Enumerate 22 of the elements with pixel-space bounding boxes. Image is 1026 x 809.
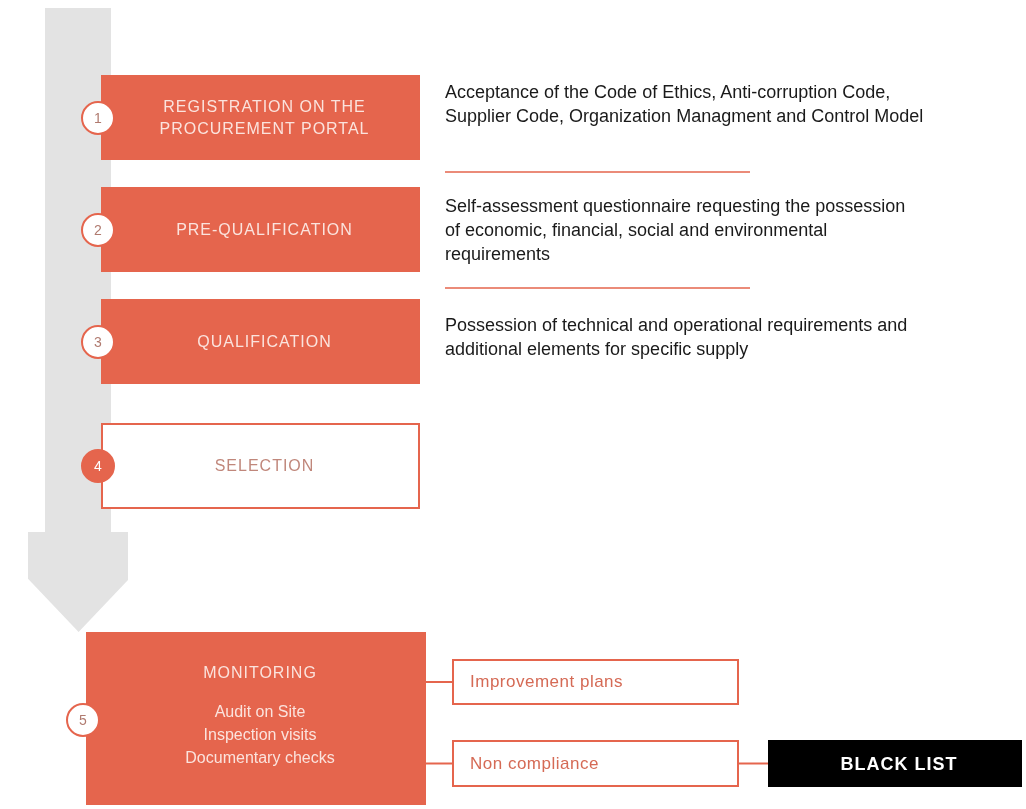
connector-line: [425, 681, 453, 683]
outcome-box: [452, 740, 739, 787]
step-title: Non compliance: [470, 752, 599, 775]
step-number: 5: [66, 702, 100, 737]
step-title: SELECTION: [214, 456, 315, 476]
activity-text: Audit on Site: [214, 702, 306, 722]
description-text: Possession of technical and operational requirements and additional elements for specific supply: [445, 314, 909, 361]
blacklist-box: [768, 740, 1022, 787]
connector-line: [738, 762, 769, 765]
step-title: REGISTRATION ON THE PROCUREMENT PORTAL: [158, 96, 371, 139]
description-text: Self-assessment questionnaire requesting the possession of economic, financial, social and environmental requirements: [445, 195, 907, 266]
connector-line: [425, 762, 453, 765]
step-number: 4: [81, 449, 115, 483]
activity-text: Documentary checks: [185, 748, 335, 768]
step-title: Improvement plans: [470, 671, 624, 693]
step-title: QUALIFICATION: [197, 331, 332, 352]
activity-text: Inspection visits: [203, 725, 317, 745]
outcome-box: [452, 659, 739, 705]
step-title: BLACK LIST: [840, 752, 958, 775]
step-title: MONITORING: [203, 663, 317, 683]
description-text: Acceptance of the Code of Ethics, Anti-corruption Code, Supplier Code, Organization Managment and Control Model: [445, 81, 925, 128]
step-title: PRE-QUALIFICATION: [176, 219, 353, 240]
